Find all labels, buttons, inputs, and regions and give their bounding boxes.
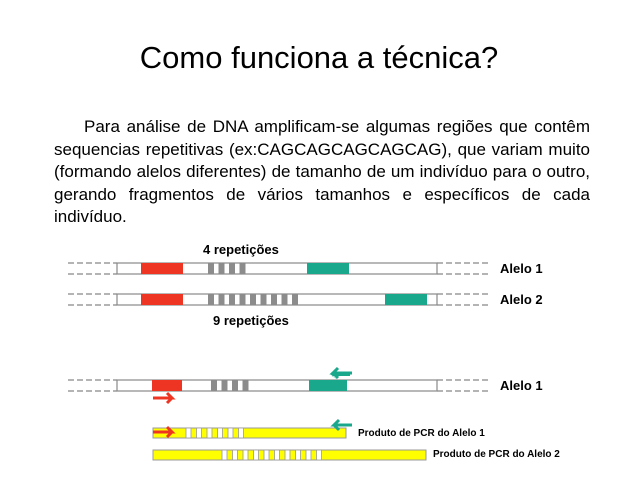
- repeat-block: [284, 449, 291, 461]
- repeat-block: [295, 449, 301, 461]
- repeat-block: [242, 449, 249, 461]
- allele1-repeats: [208, 263, 246, 274]
- repeat-block: [208, 263, 214, 274]
- pcr-product-1-label: Produto de PCR do Alelo 1: [358, 428, 485, 439]
- repeat-block: [208, 294, 214, 305]
- repeat-block: [229, 263, 235, 274]
- allele2-label: Alelo 2: [500, 292, 543, 307]
- repeat-block: [196, 427, 202, 439]
- pcr-product-1-repeats: [185, 427, 244, 439]
- repeat-block: [232, 449, 238, 461]
- repeat-block: [260, 294, 267, 305]
- allele2-red-region: [141, 294, 183, 305]
- slide-title: Como funciona a técnica?: [139, 40, 499, 75]
- repeat-block: [229, 294, 235, 305]
- repeat-block: [305, 449, 312, 461]
- repeat-block: [218, 294, 225, 305]
- allele2-green-region: [385, 294, 427, 305]
- repeat-block: [185, 427, 192, 439]
- allele1-body: [116, 262, 438, 275]
- repeat-block: [281, 294, 288, 305]
- pcr-product-2-label: Produto de PCR do Alelo 2: [433, 449, 560, 460]
- repeat-block: [250, 294, 256, 305]
- repeat-block: [232, 380, 238, 391]
- pcr-product-1-reverse-primer: [330, 418, 352, 432]
- description-text: Para análise de DNA amplificam-se alguma…: [54, 117, 590, 226]
- allele1-label: Alelo 1: [500, 261, 543, 276]
- description-paragraph: Para análise de DNA amplificam-se alguma…: [54, 116, 590, 229]
- repeat-block: [263, 449, 270, 461]
- repeat-block: [221, 449, 228, 461]
- label-4-repeats: 4 repetições: [203, 242, 279, 257]
- repeat-block: [292, 294, 298, 305]
- allele1-red-region: [141, 263, 183, 274]
- pcr-product-1-forward-primer: [153, 425, 176, 439]
- repeat-block: [239, 263, 246, 274]
- repeat-block: [274, 449, 280, 461]
- allele1-green-region: [307, 263, 349, 274]
- allele2-repeats: [208, 294, 298, 305]
- pcr-allele-green-region: [309, 380, 347, 391]
- repeat-block: [242, 380, 249, 391]
- repeat-block: [227, 427, 234, 439]
- repeat-block: [271, 294, 277, 305]
- repeat-block: [238, 427, 244, 439]
- pcr-allele1-label: Alelo 1: [500, 378, 543, 393]
- repeat-block: [218, 263, 225, 274]
- pcr-allele-repeats: [211, 380, 249, 391]
- repeat-block: [239, 294, 246, 305]
- repeat-block: [217, 427, 223, 439]
- repeat-block: [316, 449, 322, 461]
- forward-primer-arrow: [153, 391, 176, 405]
- pcr-product-2-repeats: [221, 449, 322, 461]
- pcr-allele-red-region: [152, 380, 182, 391]
- repeat-block: [206, 427, 213, 439]
- label-9-repeats: 9 repetições: [213, 313, 289, 328]
- repeat-block: [221, 380, 228, 391]
- pcr-allele-body: [116, 379, 438, 392]
- repeat-block: [253, 449, 259, 461]
- pcr-product-1-bar: [152, 427, 347, 439]
- repeat-block: [211, 380, 217, 391]
- reverse-primer-arrow: [329, 366, 352, 380]
